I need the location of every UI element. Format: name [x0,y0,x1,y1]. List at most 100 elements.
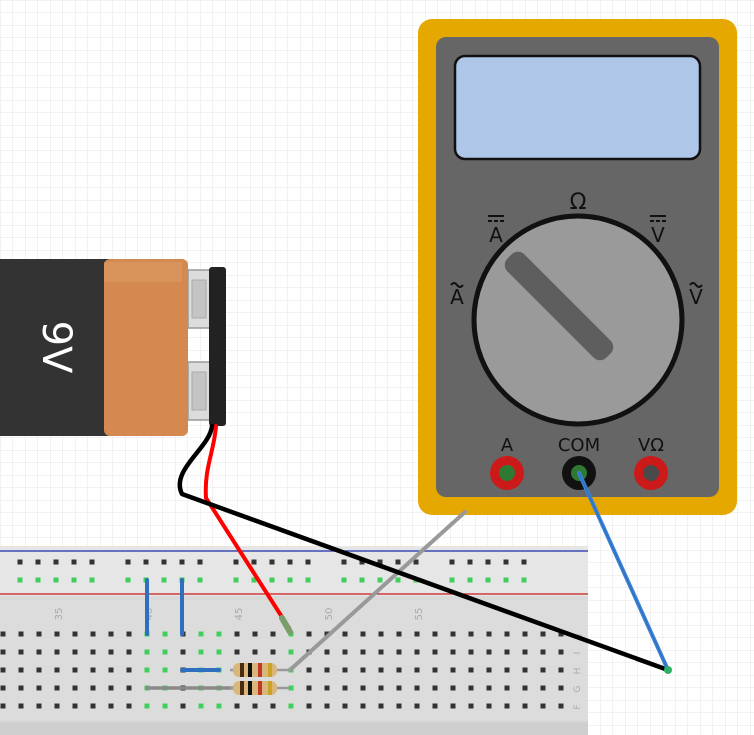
breadboard-hole[interactable] [521,577,527,583]
breadboard-hole[interactable] [126,631,132,637]
breadboard-hole[interactable] [324,649,330,655]
breadboard-hole[interactable] [378,667,384,673]
breadboard-hole[interactable] [522,703,528,709]
breadboard-hole[interactable] [126,685,132,691]
breadboard-hole[interactable] [108,649,114,655]
breadboard-hole[interactable] [234,631,240,637]
breadboard-hole[interactable] [72,649,78,655]
breadboard-hole[interactable] [90,667,96,673]
breadboard-hole[interactable] [396,685,402,691]
breadboard-hole[interactable] [252,649,258,655]
port-a[interactable] [490,456,524,490]
breadboard-hole[interactable] [360,667,366,673]
multimeter[interactable]: Ω A V A V A COM VΩ [418,19,737,515]
breadboard-hole[interactable] [359,559,365,565]
breadboard-hole[interactable] [540,703,546,709]
breadboard-hole[interactable] [486,631,492,637]
breadboard-hole[interactable] [468,685,474,691]
breadboard-hole[interactable] [54,685,60,691]
breadboard-hole[interactable] [450,703,456,709]
breadboard-hole[interactable] [36,649,42,655]
breadboard-hole[interactable] [414,685,420,691]
breadboard-hole[interactable] [522,685,528,691]
breadboard-hole[interactable] [486,685,492,691]
breadboard-hole[interactable] [108,685,114,691]
breadboard-hole[interactable] [234,703,240,709]
breadboard-hole[interactable] [108,631,114,637]
breadboard-hole[interactable] [522,649,528,655]
breadboard-hole[interactable] [324,667,330,673]
breadboard-hole[interactable] [0,703,6,709]
breadboard-hole[interactable] [306,685,312,691]
breadboard-hole[interactable] [54,667,60,673]
breadboard-hole[interactable] [305,577,311,583]
breadboard-hole[interactable] [18,649,24,655]
breadboard-hole[interactable] [54,631,60,637]
breadboard-hole[interactable] [197,577,203,583]
breadboard-hole[interactable] [558,631,564,637]
breadboard-hole[interactable] [341,559,347,565]
breadboard-hole[interactable] [558,667,564,673]
breadboard-hole[interactable] [540,649,546,655]
breadboard-hole[interactable] [396,649,402,655]
breadboard-hole[interactable] [414,631,420,637]
breadboard-hole[interactable] [360,649,366,655]
breadboard-hole[interactable] [270,703,276,709]
breadboard-hole[interactable] [377,577,383,583]
breadboard-hole[interactable] [197,559,203,565]
breadboard-hole[interactable] [377,559,383,565]
breadboard-hole[interactable] [450,685,456,691]
breadboard-hole[interactable] [269,559,275,565]
breadboard-hole[interactable] [360,703,366,709]
breadboard-hole[interactable] [90,685,96,691]
breadboard-hole[interactable] [0,631,6,637]
breadboard-hole[interactable] [522,631,528,637]
breadboard-hole[interactable] [486,667,492,673]
breadboard-hole[interactable] [17,577,23,583]
breadboard-hole[interactable] [162,703,168,709]
breadboard-hole[interactable] [522,667,528,673]
breadboard-hole[interactable] [216,631,222,637]
breadboard-hole[interactable] [233,559,239,565]
breadboard-hole[interactable] [306,703,312,709]
breadboard-hole[interactable] [396,631,402,637]
breadboard-hole[interactable] [558,703,564,709]
breadboard-hole[interactable] [108,667,114,673]
breadboard-hole[interactable] [288,649,294,655]
breadboard-hole[interactable] [342,667,348,673]
breadboard-hole[interactable] [72,703,78,709]
breadboard-hole[interactable] [342,631,348,637]
breadboard-hole[interactable] [288,703,294,709]
breadboard-hole[interactable] [359,577,365,583]
breadboard-hole[interactable] [72,667,78,673]
breadboard-hole[interactable] [18,703,24,709]
breadboard-hole[interactable] [53,559,59,565]
breadboard-hole[interactable] [144,667,150,673]
breadboard-hole[interactable] [89,577,95,583]
breadboard-hole[interactable] [558,685,564,691]
breadboard-hole[interactable] [521,559,527,565]
breadboard-hole[interactable] [0,685,6,691]
battery[interactable]: 9V [0,259,226,436]
breadboard-hole[interactable] [53,577,59,583]
breadboard-hole[interactable] [450,667,456,673]
breadboard-hole[interactable] [162,667,168,673]
breadboard-hole[interactable] [413,559,419,565]
breadboard-hole[interactable] [180,703,186,709]
breadboard-hole[interactable] [504,685,510,691]
breadboard-hole[interactable] [450,631,456,637]
breadboard-hole[interactable] [36,703,42,709]
breadboard-hole[interactable] [378,685,384,691]
breadboard-hole[interactable] [504,703,510,709]
breadboard-hole[interactable] [125,559,131,565]
breadboard-hole[interactable] [35,577,41,583]
breadboard-hole[interactable] [341,577,347,583]
breadboard-hole[interactable] [54,703,60,709]
breadboard-hole[interactable] [468,631,474,637]
breadboard-hole[interactable] [395,559,401,565]
breadboard-hole[interactable] [306,631,312,637]
breadboard-hole[interactable] [0,667,6,673]
breadboard-hole[interactable] [162,631,168,637]
breadboard-hole[interactable] [540,667,546,673]
breadboard-hole[interactable] [198,703,204,709]
